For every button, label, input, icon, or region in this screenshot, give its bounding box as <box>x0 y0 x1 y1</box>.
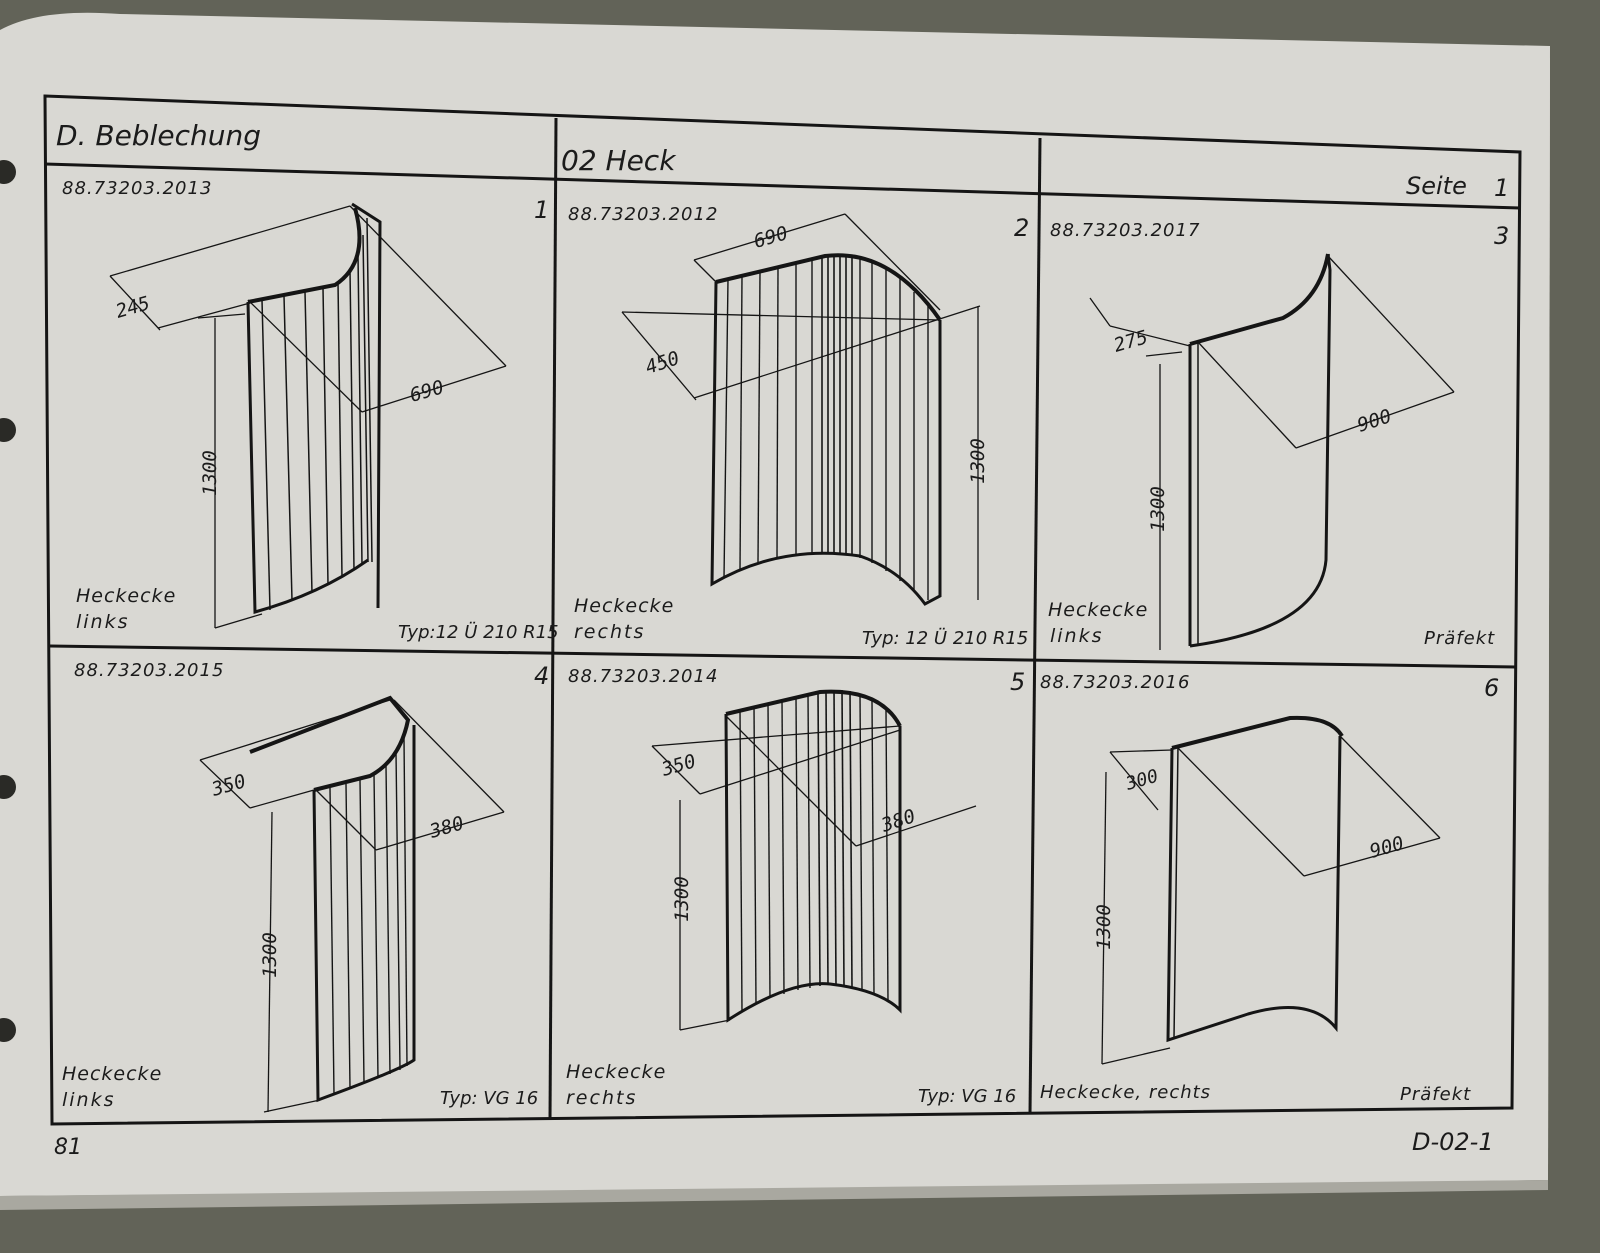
dimension-label: 1300 <box>199 450 221 496</box>
outer-border <box>43 94 1522 1126</box>
group-title: 02 Heck <box>561 144 677 177</box>
page-number: 1 <box>1494 174 1509 202</box>
type-designation: Typ: 12 Ü 210 R15 <box>862 627 1028 649</box>
part-description-line2: rechts <box>566 1087 637 1109</box>
document-code: D-02-1 <box>1412 1128 1494 1156</box>
type-designation: Typ:12 Ü 210 R15 <box>398 621 559 643</box>
drawing-panel-4 <box>199 695 505 1113</box>
panel-index: 4 <box>534 662 549 690</box>
binder-hole <box>0 1018 16 1042</box>
page-label: Seite <box>1406 172 1467 200</box>
part-description: Heckecke <box>566 1061 666 1083</box>
type-designation: Präfekt <box>1424 628 1495 649</box>
binder-hole <box>0 418 16 442</box>
dimension-label: 1300 <box>259 932 281 978</box>
part-number: 88.73203.2017 <box>1050 220 1200 241</box>
drawing-panel-3 <box>1089 253 1455 650</box>
drawing-panel-5 <box>651 689 977 1031</box>
column-divider-1 <box>548 117 558 1121</box>
page-paper <box>0 12 1550 1197</box>
part-number: 88.73203.2014 <box>568 666 718 687</box>
part-description-line2: links <box>1050 625 1104 647</box>
drawing-panel-2 <box>621 213 981 606</box>
page-folio: 81 <box>54 1135 82 1160</box>
panel-index: 1 <box>534 196 549 224</box>
part-description: Heckecke <box>76 585 176 607</box>
binder-hole <box>0 160 16 184</box>
panel-index: 3 <box>1494 222 1509 250</box>
part-description-line2: links <box>76 611 130 633</box>
panel-index: 6 <box>1484 674 1499 702</box>
panel-index: 2 <box>1014 214 1029 242</box>
type-designation: Typ: VG 16 <box>918 1086 1016 1107</box>
part-description: Heckecke <box>574 595 674 617</box>
row-divider <box>49 644 1517 669</box>
dimension-label: 1300 <box>671 876 693 922</box>
part-description: Heckecke <box>1048 599 1148 621</box>
dimension-label: 1300 <box>967 438 989 484</box>
part-number: 88.73203.2012 <box>568 204 718 225</box>
part-number: 88.73203.2016 <box>1040 672 1190 693</box>
dimension-label: 1300 <box>1093 904 1115 950</box>
binder-hole <box>0 775 16 799</box>
panel-4: 88.73203.2015 4 350 380 1300 Heckecke li… <box>62 660 549 1113</box>
panel-5: 88.73203.2014 5 350 <box>566 666 1025 1109</box>
drawing-panel-6 <box>1101 715 1441 1065</box>
column-divider-2 <box>1028 137 1042 1115</box>
panel-index: 5 <box>1010 668 1025 696</box>
table-frame <box>43 94 1522 1126</box>
part-description-line2: rechts <box>574 621 645 643</box>
part-description: Heckecke, rechts <box>1040 1082 1211 1103</box>
type-designation: Typ: VG 16 <box>440 1088 538 1109</box>
header-rule <box>44 162 1521 210</box>
panel-1: 88.73203.2013 1 245 690 130 <box>62 178 559 643</box>
type-designation: Präfekt <box>1400 1084 1471 1105</box>
binder-holes <box>0 160 16 1042</box>
part-number: 88.73203.2013 <box>62 178 212 199</box>
part-description-line2: links <box>62 1089 116 1111</box>
drawing-panel-1 <box>109 202 507 629</box>
part-number: 88.73203.2015 <box>74 660 224 681</box>
part-description: Heckecke <box>62 1063 162 1085</box>
panel-2: 88.73203.2012 2 <box>568 204 1029 649</box>
section-title: D. Beblechung <box>56 119 261 152</box>
dimension-label: 1300 <box>1147 486 1169 532</box>
